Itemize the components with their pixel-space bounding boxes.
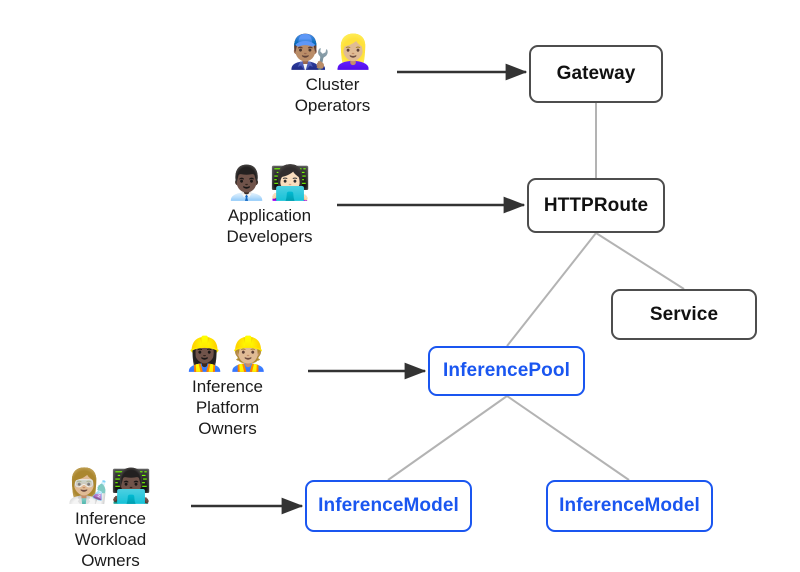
node-label: InferencePool <box>443 360 570 381</box>
node-httproute[interactable]: HTTPRoute <box>527 178 665 233</box>
actor-cluster-operators: 👨🏽‍🔧👱🏼‍♀️ Cluster Operators <box>285 32 380 116</box>
node-label: InferenceModel <box>318 495 459 516</box>
node-inferencepool[interactable]: InferencePool <box>428 346 585 396</box>
node-inferencemodel-left[interactable]: InferenceModel <box>305 480 472 532</box>
connector-inferencepool-to-model-left <box>387 395 508 481</box>
woman-scientist-icon man-technologist-icon: 👩🏼‍🔬👨🏿‍💻 <box>67 466 154 505</box>
node-label: Gateway <box>556 63 636 84</box>
node-label: Service <box>649 303 719 325</box>
actor-arrows <box>191 63 528 515</box>
node-service[interactable]: Service <box>611 289 757 340</box>
actor-label: Inference Platform Owners <box>192 377 263 438</box>
man-mechanic-icon woman-mechanic-icon: 👨🏽‍🔧👱🏼‍♀️ <box>289 32 376 71</box>
actor-inference-platform-owners: 👷🏿‍♀️👷🏼 Inference Platform Owners <box>180 334 275 439</box>
actor-label: Cluster Operators <box>294 75 371 115</box>
node-gateway[interactable]: Gateway <box>529 45 663 103</box>
node-label: HTTPRoute <box>543 194 649 216</box>
actor-label: Inference Workload Owners <box>74 509 147 570</box>
connector-httproute-to-service <box>595 232 685 290</box>
actor-application-developers: 👨🏿‍💼👩🏻‍💻 Application Developers <box>222 163 317 247</box>
connector-httproute-to-inferencepool <box>506 232 597 347</box>
actor-inference-workload-owners: 👩🏼‍🔬👨🏿‍💻 Inference Workload Owners <box>63 466 158 571</box>
man-office-worker-icon woman-technologist-icon: 👨🏿‍💼👩🏻‍💻 <box>226 163 313 202</box>
woman-construction-worker-icon man-construction-worker-icon: 👷🏿‍♀️👷🏼 <box>184 334 271 373</box>
actor-label: Application Developers <box>226 206 313 246</box>
connector-inferencepool-to-model-right <box>506 395 630 481</box>
node-inferencemodel-right[interactable]: InferenceModel <box>546 480 713 532</box>
node-label: InferenceModel <box>559 495 700 516</box>
